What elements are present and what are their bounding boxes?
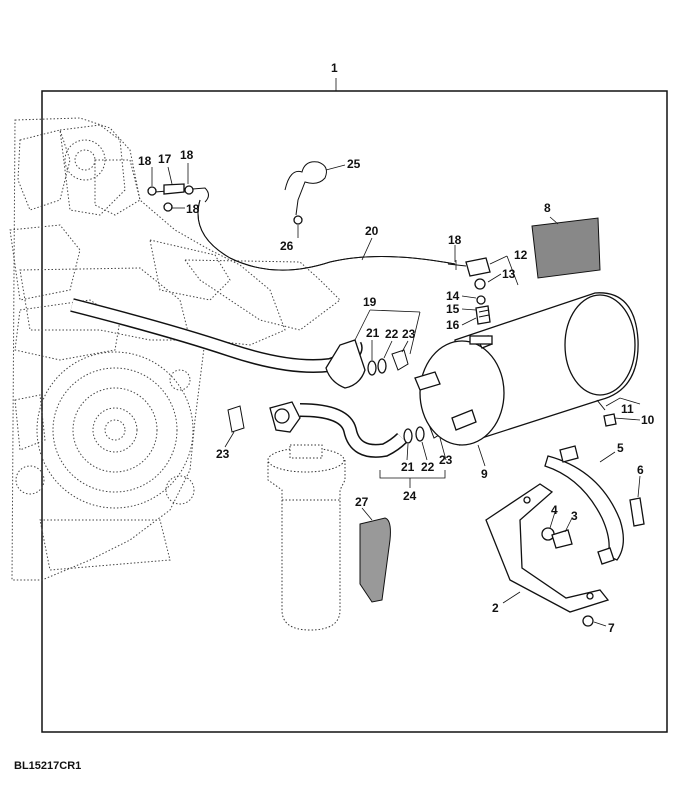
callout-23b: 23: [439, 453, 453, 467]
callout-7: 7: [608, 621, 615, 635]
bracket-25: [284, 161, 327, 216]
callout-9: 9: [481, 467, 488, 481]
bracket-2: [485, 483, 610, 613]
pad-8: [531, 217, 601, 279]
fitting-17: [163, 183, 185, 195]
callout-23c: 23: [216, 447, 230, 461]
seal-22-upper: [377, 358, 387, 374]
callout-18a: 18: [138, 154, 152, 168]
seal-21-upper: [367, 360, 377, 376]
callout-15: 15: [446, 302, 460, 316]
air-tank-9: [414, 292, 639, 446]
callout-14: 14: [446, 289, 460, 303]
callout-3: 3: [571, 509, 578, 523]
callout-11: 11: [621, 402, 634, 416]
callout-18b: 18: [180, 148, 194, 162]
callout-16: 16: [446, 318, 460, 332]
fitting-18-b: [184, 185, 194, 195]
drain-valve-assembly: [447, 257, 491, 325]
fitting-18-a: [147, 186, 157, 196]
callout-1: 1: [331, 61, 338, 75]
callout-4: 4: [551, 503, 558, 517]
callout-5: 5: [617, 441, 624, 455]
seal-22-lower: [415, 426, 425, 442]
callout-22a: 22: [385, 327, 399, 341]
callout-17: 17: [158, 152, 172, 166]
callout-26: 26: [280, 239, 294, 253]
bolt-10: [603, 413, 617, 427]
callout-2: 2: [492, 601, 499, 615]
callout-18d: 18: [448, 233, 462, 247]
reference-code: BL15217CR1: [14, 760, 82, 772]
callout-10: 10: [641, 413, 655, 427]
callout-27: 27: [355, 495, 369, 509]
callout-21a: 21: [366, 326, 380, 340]
pad-27: [359, 517, 391, 603]
bolt-3: [551, 529, 573, 549]
bolt-6: [629, 497, 645, 527]
fuel-filter-outline: [267, 444, 346, 631]
engine-block-outline: [9, 117, 341, 581]
callout-6: 6: [637, 463, 644, 477]
seal-21-lower: [403, 428, 413, 444]
callout-24: 24: [403, 489, 417, 503]
nut-7: [582, 615, 594, 627]
callout-8: 8: [544, 201, 551, 215]
callout-19: 19: [363, 295, 377, 309]
callout-20: 20: [365, 224, 379, 238]
clip-23-upper: [391, 349, 409, 371]
fitting-18-c: [163, 202, 173, 212]
clip-23-loose: [227, 405, 245, 433]
callout-25: 25: [347, 157, 361, 171]
callout-23a: 23: [402, 327, 416, 341]
leader-lines: [151, 163, 641, 627]
callout-18c: 18: [186, 202, 200, 216]
pipe-20: [197, 199, 456, 271]
callout-22b: 22: [421, 460, 435, 474]
screw-26: [293, 215, 303, 225]
callout-13: 13: [502, 267, 516, 281]
washer-4: [541, 527, 555, 541]
callout-12: 12: [514, 248, 528, 262]
callout-21b: 21: [401, 460, 415, 474]
diagram-frame: [41, 90, 668, 733]
